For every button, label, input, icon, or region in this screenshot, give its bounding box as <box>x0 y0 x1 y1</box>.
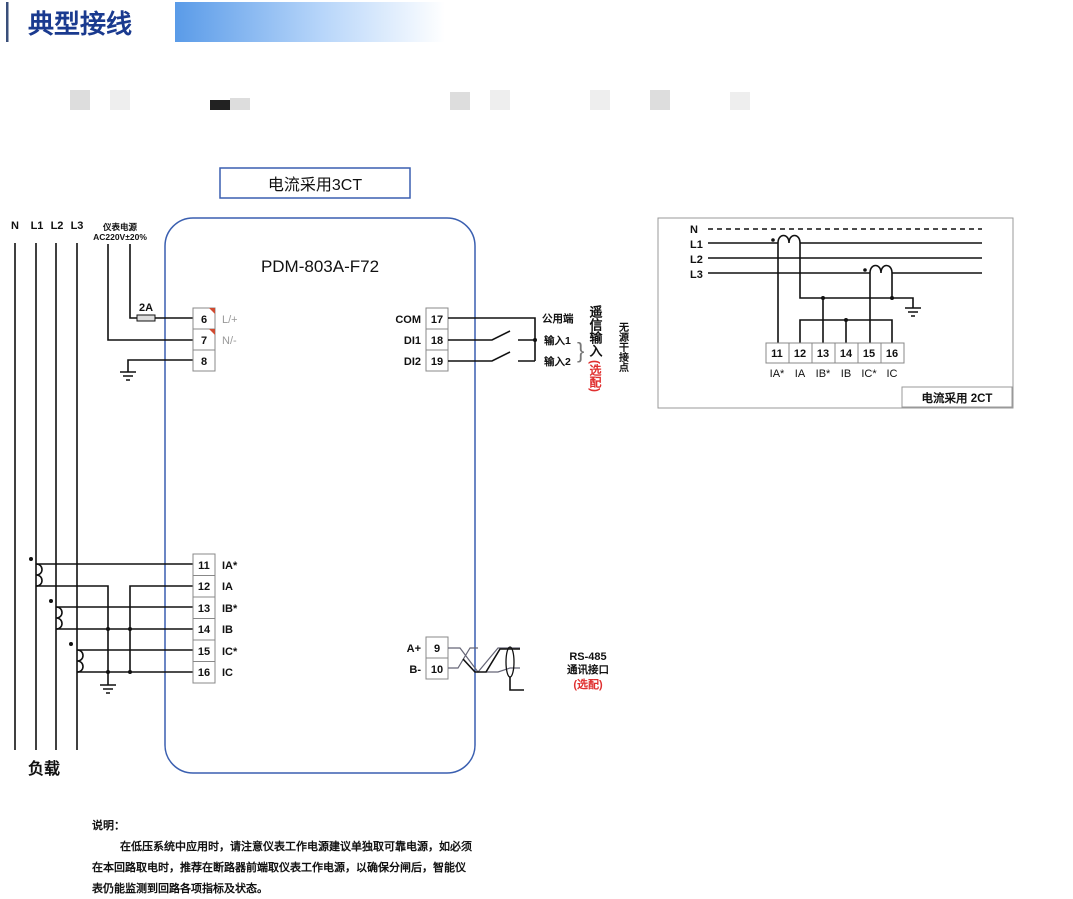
caption-3ct: 电流采用3CT <box>219 167 411 199</box>
bus-label-l2: L2 <box>51 220 64 232</box>
terminal-6: 6 <box>201 314 207 326</box>
caption-2ct: 电流采用 2CT <box>922 391 993 405</box>
terminal-2ct-16: 16 <box>886 348 898 360</box>
ground-icon <box>905 307 921 317</box>
terminal-2ct-12-label: IA <box>795 368 806 380</box>
bus-label-l1: L1 <box>31 220 44 232</box>
di-title: 遥信输入 <box>588 304 603 357</box>
terminal-19: 19 <box>431 356 443 368</box>
terminal-18: 18 <box>431 335 443 347</box>
di1-label: DI1 <box>404 335 421 347</box>
bus-label-l3: L3 <box>71 220 84 232</box>
digital-input-wiring: 17 18 19 COM DI1 DI2 公用端 输入1 输入2 } 遥信输入 … <box>395 304 629 392</box>
device-model: PDM-803A-F72 <box>261 257 379 276</box>
diagram-2ct-panel: N L1 L2 L3 11 12 13 14 15 16 IA* IA IB* … <box>657 217 1014 409</box>
power-label: 仪表电源 <box>102 222 138 232</box>
ground-icon <box>120 371 136 381</box>
input2-desc: 输入2 <box>544 355 571 368</box>
bus-label-n: N <box>11 220 19 232</box>
terminal-2ct-14-label: IB <box>841 368 851 380</box>
shield-icon <box>505 646 515 678</box>
terminal-2ct-13-label: IB* <box>816 368 831 380</box>
terminal-11: 11 <box>198 560 210 572</box>
bus-2ct-l1: L1 <box>690 239 703 251</box>
terminal-2ct-15-label: IC* <box>861 368 877 380</box>
ct-coil-icons <box>777 234 893 274</box>
notes-line: 在本回路取电时，推荐在断路器前端取仪表工作电源，以确保分闸后，智能仪 <box>92 860 467 874</box>
terminal-12-label: IA <box>222 581 233 593</box>
blurred-content-row <box>70 90 750 110</box>
bus-2ct-l2: L2 <box>690 254 703 266</box>
device-outline <box>164 217 476 774</box>
terminal-2ct-13: 13 <box>817 348 829 360</box>
page-title: 典型接线 <box>28 9 132 39</box>
caption-3ct-text: 电流采用3CT <box>268 176 362 194</box>
terminal-8: 8 <box>201 356 207 368</box>
terminal-6-label: L/+ <box>222 314 238 326</box>
com-label: COM <box>395 314 421 326</box>
input1-desc: 输入1 <box>544 334 571 347</box>
terminal-13: 13 <box>198 603 210 615</box>
terminal-14-label: IB <box>222 624 233 636</box>
load-label: 负载 <box>28 759 60 778</box>
terminal-15: 15 <box>198 646 210 658</box>
section-header: 典型接线 <box>6 2 445 42</box>
terminal-13-label: IB* <box>222 603 238 615</box>
fuse-rating: 2A <box>139 302 153 314</box>
ct-coil-icons <box>35 563 84 673</box>
di2-label: DI2 <box>404 356 421 368</box>
terminal-15-label: IC* <box>222 646 238 658</box>
ground-icon <box>100 684 116 694</box>
fuse-icon <box>136 314 156 322</box>
di-note: 无源干接点 <box>617 322 630 373</box>
notes-title: 说明： <box>92 818 125 832</box>
di-optional: (选配) <box>588 360 602 392</box>
ct-3ct-wiring: 11 12 13 14 15 16 IA* IA IB* IB IC* IC <box>29 553 238 694</box>
header-gradient-banner <box>175 2 445 42</box>
rs485-subtitle: 通讯接口 <box>567 663 609 676</box>
terminal-14: 14 <box>198 624 211 636</box>
power-supply-wiring: 仪表电源 AC220V±20% 2A 6 7 8 L/+ N/- <box>93 222 238 381</box>
brace: } <box>577 338 584 363</box>
terminal-12: 12 <box>198 581 210 593</box>
notes-line: 表仍能监测到回路各项指标及状态。 <box>91 881 268 895</box>
header-accent-bar <box>6 2 9 42</box>
terminal-2ct-12: 12 <box>794 348 806 360</box>
bus-lines: N L1 L2 L3 负载 <box>11 220 83 778</box>
terminal-2ct-11-label: IA* <box>770 368 785 380</box>
power-spec: AC220V±20% <box>93 232 147 242</box>
b-minus-label: B- <box>409 664 421 676</box>
rs485-wiring: 9 10 A+ B- RS-485 通讯接口 (选配) <box>407 636 609 691</box>
terminal-9: 9 <box>434 643 440 655</box>
rs485-optional: (选配) <box>573 677 603 691</box>
notes-line: 在低压系统中应用时，请注意仪表工作电源建议单独取可靠电源，如必须 <box>120 839 472 853</box>
notes: 说明： 在低压系统中应用时，请注意仪表工作电源建议单独取可靠电源，如必须 在本回… <box>91 818 472 895</box>
terminal-7-label: N/- <box>222 335 237 347</box>
terminal-2ct-16-label: IC <box>887 368 898 380</box>
bus-2ct-l3: L3 <box>690 269 703 281</box>
terminal-2ct-14: 14 <box>840 348 853 360</box>
terminal-16-label: IC <box>222 667 233 679</box>
terminal-10: 10 <box>431 664 443 676</box>
com-desc: 公用端 <box>542 312 574 325</box>
terminal-16: 16 <box>198 667 210 679</box>
terminal-7: 7 <box>201 335 207 347</box>
a-plus-label: A+ <box>407 643 421 655</box>
terminal-2ct-11: 11 <box>771 348 783 360</box>
terminal-11-label: IA* <box>222 560 238 572</box>
terminal-17: 17 <box>431 314 443 326</box>
terminal-2ct-15: 15 <box>863 348 875 360</box>
bus-2ct-n: N <box>690 224 698 236</box>
rs485-title: RS-485 <box>569 651 606 663</box>
